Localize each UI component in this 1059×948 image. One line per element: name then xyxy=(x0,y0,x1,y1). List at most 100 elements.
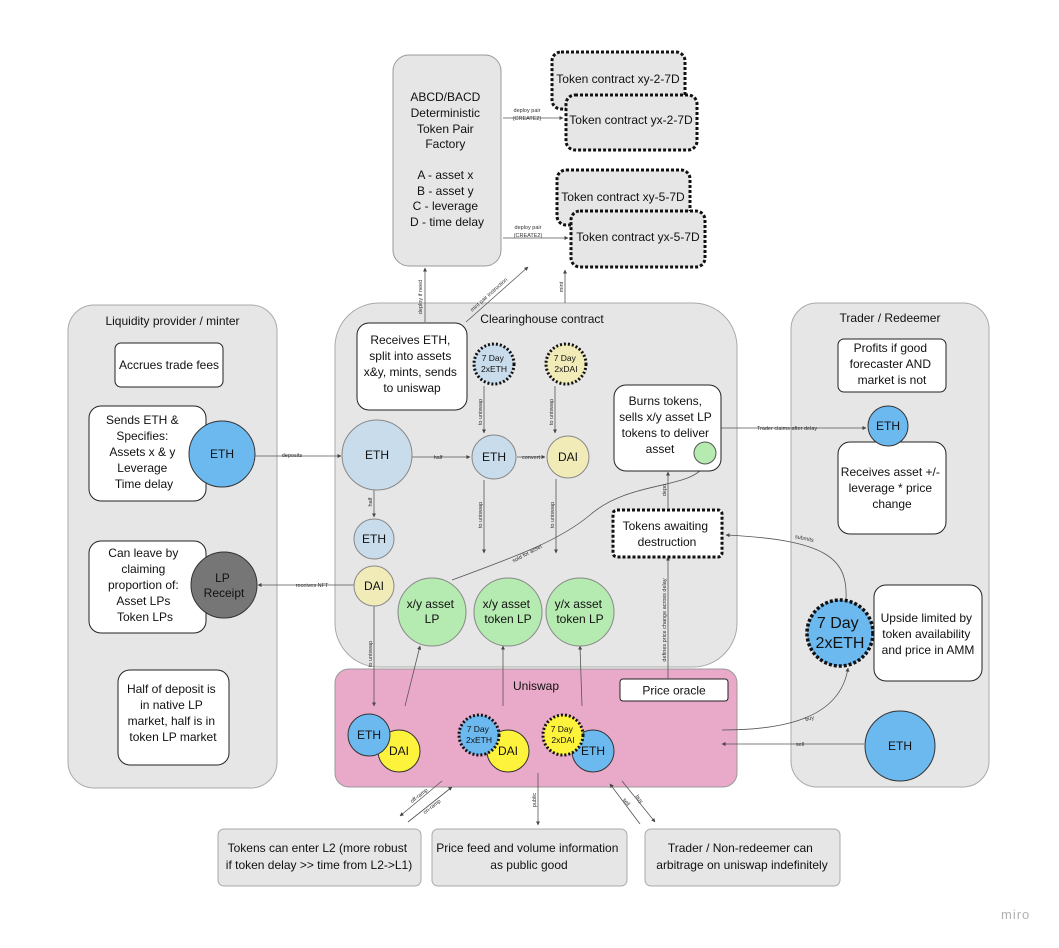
svg-text:DAI: DAI xyxy=(498,744,518,758)
lp-eth-circle: ETH xyxy=(188,420,256,488)
svg-text:receives NFT: receives NFT xyxy=(296,583,329,589)
svg-text:ETH: ETH xyxy=(482,450,506,464)
svg-text:deploy pair(CREATE2): deploy pair(CREATE2) xyxy=(513,108,542,122)
uniswap-panel: Uniswap Price oracle xyxy=(334,668,738,788)
svg-text:buy: buy xyxy=(634,794,644,805)
trader-receives-box: Receives asset +/- leverage * price chan… xyxy=(837,441,947,535)
arbitrage-box: Trader / Non-redeemer can arbitrage on u… xyxy=(644,828,841,887)
svg-text:convert: convert xyxy=(522,455,541,461)
svg-text:to uniswap: to uniswap xyxy=(478,399,484,425)
profits-box: Profits if good forecaster AND market is… xyxy=(837,338,947,393)
svg-text:Can leave by claiming: Can leave by claiming proportion of: Ass… xyxy=(108,546,182,624)
ch-token-2xdai: 7 Day 2xDAI xyxy=(544,342,588,386)
lp-panel-title: Liquidity provider / minter xyxy=(105,314,239,328)
svg-text:half: half xyxy=(434,455,443,461)
svg-text:Token contract xy-5-7D: Token contract xy-5-7D xyxy=(561,190,685,204)
svg-text:deploy if need: deploy if need xyxy=(418,280,424,314)
svg-text:7 Day 2xETH: 7 Day 2xETH xyxy=(816,615,865,652)
uni-eth-dai-pair: DAI ETH xyxy=(347,713,421,773)
trader-eth-circle: ETH xyxy=(867,405,909,447)
svg-text:Burns tokens, sells x/y: Burns tokens, sells x/y asset LP tokens … xyxy=(619,394,715,456)
ch-token-2xeth: 7 Day 2xETH xyxy=(472,342,516,386)
miro-watermark: miro xyxy=(1001,907,1030,922)
svg-text:7 Day 2xETH: 7 Day 2xETH xyxy=(481,353,507,374)
svg-text:Sends ETH & Specifies:: Sends ETH & Specifies: Assets x & y Leve… xyxy=(106,413,182,491)
svg-text:Price feed and volume informat: Price feed and volume information as pub… xyxy=(436,841,621,872)
svg-text:ETH: ETH xyxy=(876,419,900,433)
receives-eth-box: Receives ETH, split into assets x&y, min… xyxy=(356,322,468,411)
svg-text:ETH: ETH xyxy=(581,744,605,758)
svg-text:to uniswap: to uniswap xyxy=(549,399,555,425)
svg-text:Trader / Non-redeemer can: Trader / Non-redeemer can arbitrage on u… xyxy=(656,841,827,872)
price-oracle-label: Price oracle xyxy=(642,684,706,698)
ch-eth-mid: ETH xyxy=(471,434,517,480)
clearinghouse-title: Clearinghouse contract xyxy=(480,312,604,326)
token-contract-yx-5: Token contract yx-5-7D xyxy=(569,209,707,269)
svg-text:ETH: ETH xyxy=(357,728,381,742)
trader-token-circle: 7 Day 2xETH xyxy=(805,598,875,668)
svg-text:DAI: DAI xyxy=(558,450,578,464)
svg-text:DAI: DAI xyxy=(389,744,409,758)
lp-xy-token: x/y asset token LP xyxy=(473,577,543,647)
svg-text:Tokens can enter L2 (more robu: Tokens can enter L2 (more robust if toke… xyxy=(226,841,412,872)
svg-text:Half of deposit is in na: Half of deposit is in native LP market, … xyxy=(127,682,219,744)
svg-text:ETH: ETH xyxy=(210,447,234,461)
lp-half-box: Half of deposit is in native LP market, … xyxy=(117,669,230,766)
burns-lp-circle xyxy=(693,441,717,465)
lp-leave-box: Can leave by claiming proportion of: Ass… xyxy=(88,540,207,634)
svg-text:Tokens awaiting destruct: Tokens awaiting destruction xyxy=(623,519,712,549)
upside-box: Upside limited by token availability and… xyxy=(873,584,983,682)
svg-text:to uniswap: to uniswap xyxy=(550,502,556,528)
svg-text:sell: sell xyxy=(621,797,631,807)
svg-text:depo: depo xyxy=(662,484,668,496)
svg-text:half: half xyxy=(368,497,374,506)
svg-text:mint: mint xyxy=(559,281,565,292)
svg-text:sell: sell xyxy=(796,742,804,748)
svg-text:Token contract xy-2-7D: Token contract xy-2-7D xyxy=(556,72,680,86)
uniswap-title: Uniswap xyxy=(513,679,559,693)
edges xyxy=(254,116,867,826)
svg-text:to uniswap: to uniswap xyxy=(478,502,484,528)
svg-text:Token contract yx-5-7D: Token contract yx-5-7D xyxy=(576,230,700,244)
uni-token-dai-pair: DAI 7 Day 2xETH xyxy=(457,713,530,773)
lp-receipt-circle: LP Receipt xyxy=(190,551,258,619)
svg-text:Accrues trade fees: Accrues trade fees xyxy=(119,358,219,372)
token-contract-yx-2: Token contract yx-2-7D xyxy=(564,93,699,152)
svg-text:ETH: ETH xyxy=(365,448,389,462)
lp-sends-box: Sends ETH & Specifies: Assets x & y Leve… xyxy=(88,405,207,502)
ch-eth-big: ETH xyxy=(341,419,413,491)
svg-text:defines price change across de: defines price change across delay xyxy=(662,578,668,661)
svg-text:7 Day 2xDAI: 7 Day 2xDAI xyxy=(551,724,576,745)
svg-text:Trader claims after delay: Trader claims after delay xyxy=(757,426,818,432)
ch-dai-small: DAI xyxy=(353,565,395,607)
svg-text:Upside limited by token: Upside limited by token availability and… xyxy=(881,611,976,657)
ch-dai-mid: DAI xyxy=(546,435,590,479)
svg-text:to uniswap: to uniswap xyxy=(368,641,374,667)
svg-text:LP Receipt: LP Receipt xyxy=(204,571,245,600)
l2-box: Tokens can enter L2 (more robust if toke… xyxy=(217,828,422,887)
svg-text:submits: submits xyxy=(794,534,814,544)
svg-text:x/y asset token LP: x/y asset token LP xyxy=(483,597,534,626)
lp-yx-token: y/x asset token LP xyxy=(545,577,615,647)
uni-token-eth-pair: ETH 7 Day 2xDAI xyxy=(541,713,615,773)
factory-text: ABCD/BACD Deterministic Token Pair Facto… xyxy=(410,90,484,229)
svg-text:public: public xyxy=(532,793,538,808)
svg-text:x/y asset LP: x/y asset LP xyxy=(407,597,458,626)
trader-eth-bottom: ETH xyxy=(864,710,936,782)
svg-text:off-ramp: off-ramp xyxy=(410,788,430,805)
svg-text:Token contract yx-2-7D: Token contract yx-2-7D xyxy=(569,113,693,127)
svg-text:7 Day 2xETH: 7 Day 2xETH xyxy=(466,724,492,745)
svg-text:ETH: ETH xyxy=(888,739,912,753)
price-oracle-box xyxy=(619,678,729,702)
svg-text:on-ramp: on-ramp xyxy=(422,799,442,816)
svg-text:y/x asset token LP: y/x asset token LP xyxy=(555,597,606,626)
svg-text:Receives ETH, split into: Receives ETH, split into assets x&y, min… xyxy=(364,333,460,395)
svg-text:7 Day 2xDAI: 7 Day 2xDAI xyxy=(554,353,579,374)
svg-text:DAI: DAI xyxy=(364,579,384,593)
svg-text:deploy pair(CREATE2): deploy pair(CREATE2) xyxy=(514,225,543,239)
svg-text:deposits: deposits xyxy=(282,453,303,459)
factory-node: ABCD/BACD Deterministic Token Pair Facto… xyxy=(392,54,502,267)
price-feed-box: Price feed and volume information as pub… xyxy=(431,828,628,887)
burns-tokens-box: Burns tokens, sells x/y asset LP tokens … xyxy=(613,384,722,472)
